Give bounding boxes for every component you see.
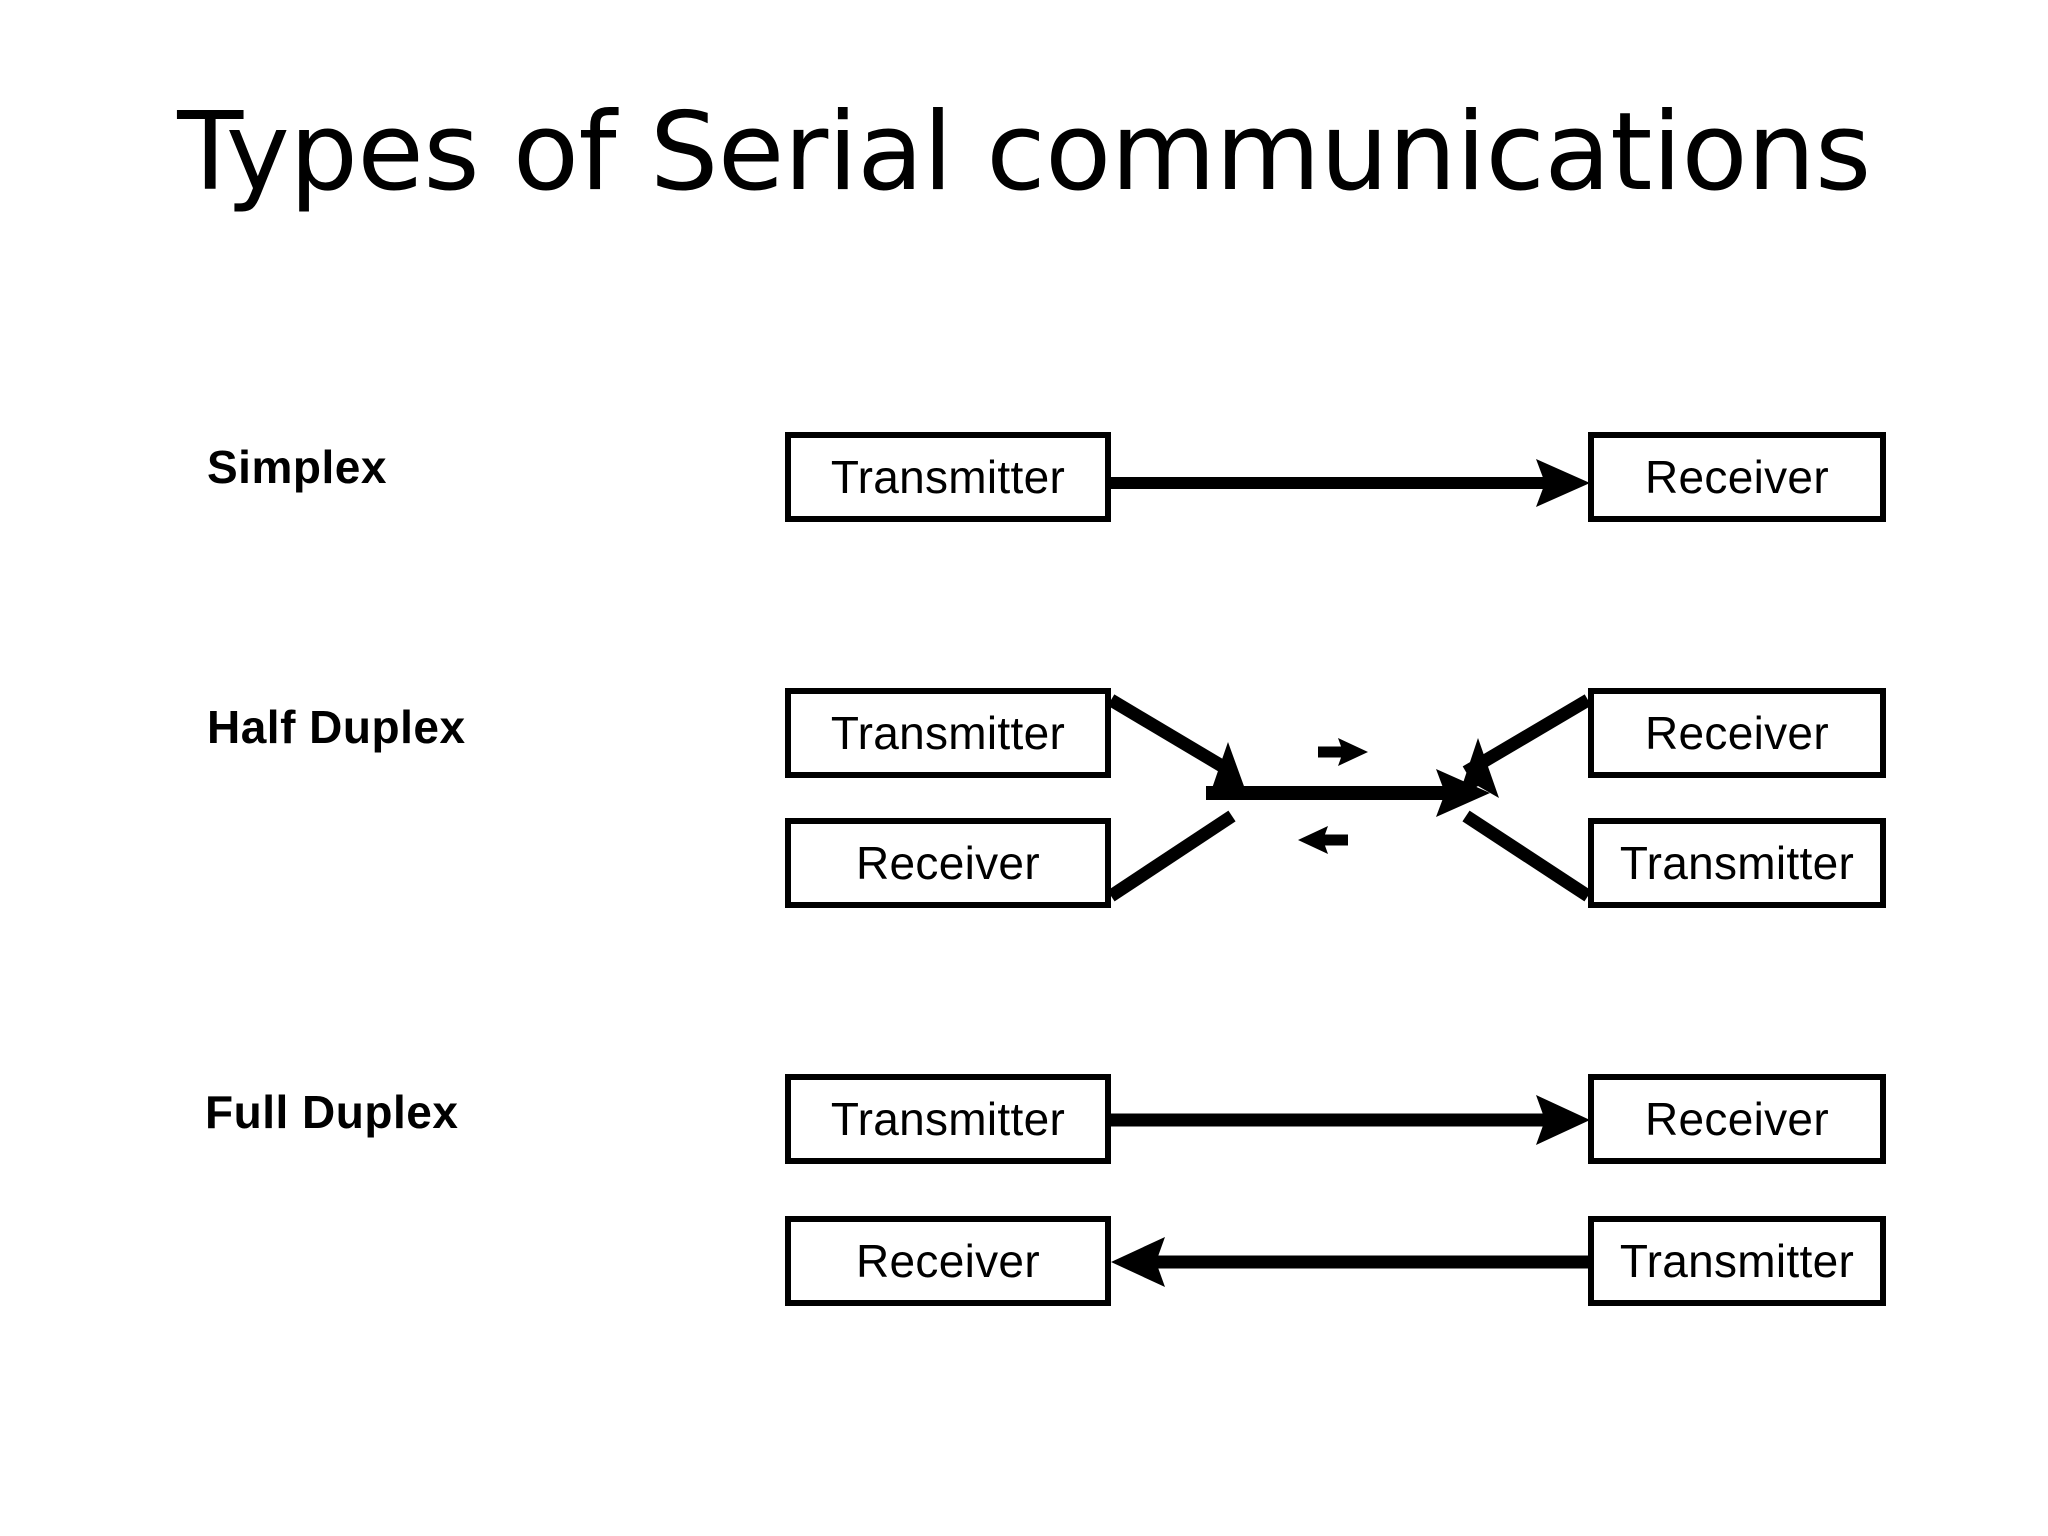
row-label-full-duplex: Full Duplex (205, 1086, 459, 1138)
half-duplex-shared-bus (1206, 769, 1490, 817)
simplex-arrow-right (1111, 459, 1590, 507)
half-duplex-left-transmitter-box: Transmitter (785, 688, 1111, 778)
page-title: Types of Serial communications (177, 90, 1871, 215)
half-duplex-flow-marker-left (1298, 826, 1348, 854)
full-duplex-arrow-left (1111, 1237, 1588, 1287)
half-duplex-flow-marker-right (1318, 738, 1368, 766)
row-label-half-duplex: Half Duplex (207, 701, 466, 753)
half-duplex-right-join (1458, 694, 1592, 902)
row-label-simplex: Simplex (207, 441, 387, 493)
full-duplex-left-transmitter-box: Transmitter (785, 1074, 1111, 1164)
half-duplex-right-transmitter-box: Transmitter (1588, 818, 1886, 908)
full-duplex-right-transmitter-box: Transmitter (1588, 1216, 1886, 1306)
full-duplex-left-receiver-box: Receiver (785, 1216, 1111, 1306)
half-duplex-right-receiver-box: Receiver (1588, 688, 1886, 778)
full-duplex-right-receiver-box: Receiver (1588, 1074, 1886, 1164)
half-duplex-left-join (1107, 694, 1249, 902)
half-duplex-left-receiver-box: Receiver (785, 818, 1111, 908)
simplex-receiver-box: Receiver (1588, 432, 1886, 522)
simplex-transmitter-box: Transmitter (785, 432, 1111, 522)
full-duplex-arrow-right (1111, 1095, 1590, 1145)
